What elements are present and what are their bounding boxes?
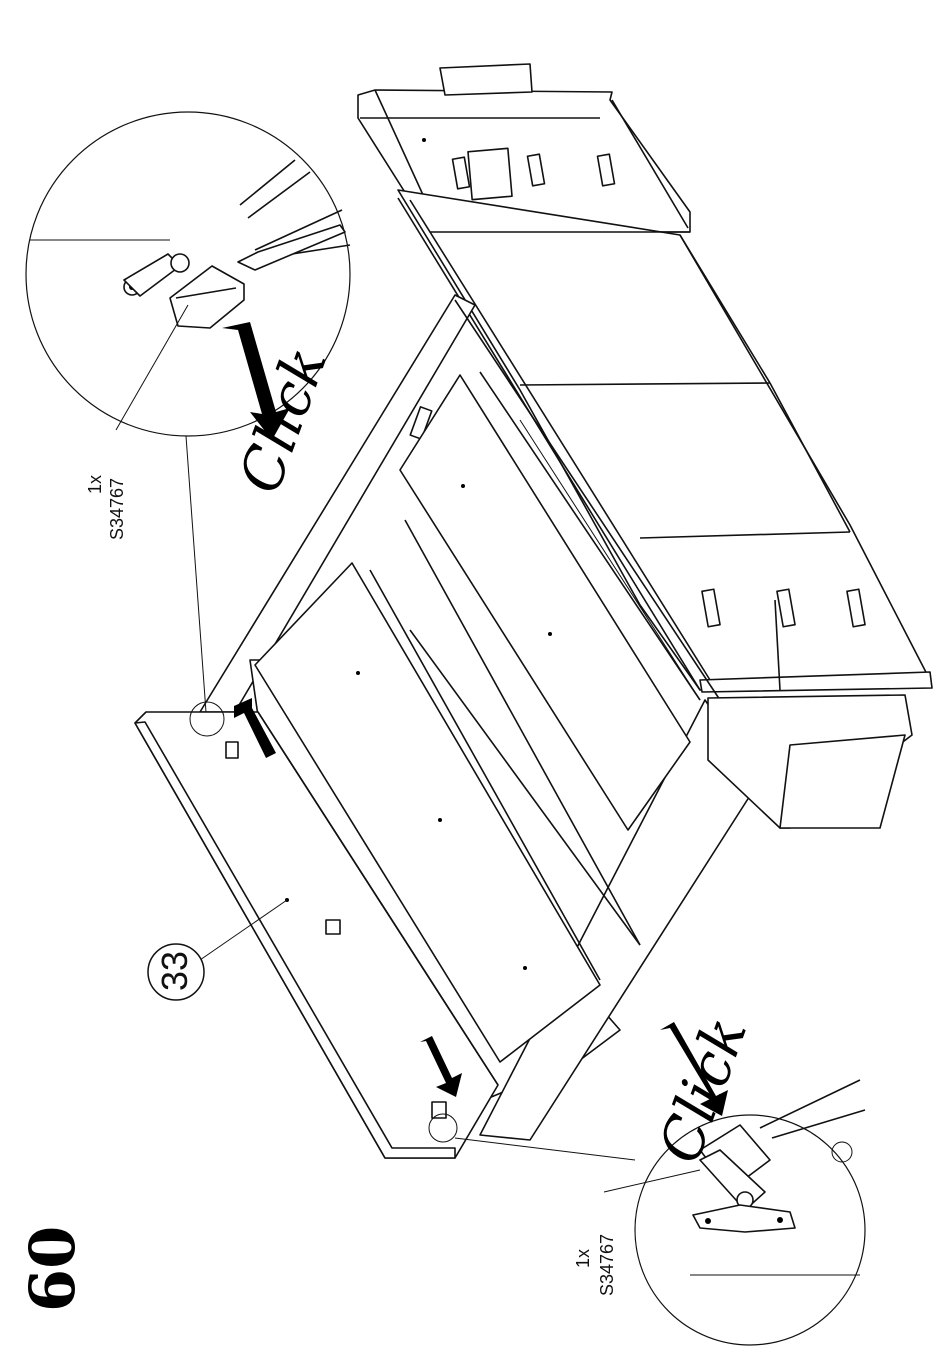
callout-top-code: S34767 [108, 478, 126, 540]
callout-bottom-qty: 1x [574, 1249, 592, 1268]
part-callout-label: 33 [148, 940, 202, 1002]
detail-magnifier-bottom [635, 1022, 865, 1345]
step-number: 60 [22, 1226, 84, 1312]
callout-top-qty: 1x [86, 475, 104, 494]
callout-bottom-code: S34767 [598, 1234, 616, 1296]
part-callout-number: 33 [154, 951, 196, 991]
